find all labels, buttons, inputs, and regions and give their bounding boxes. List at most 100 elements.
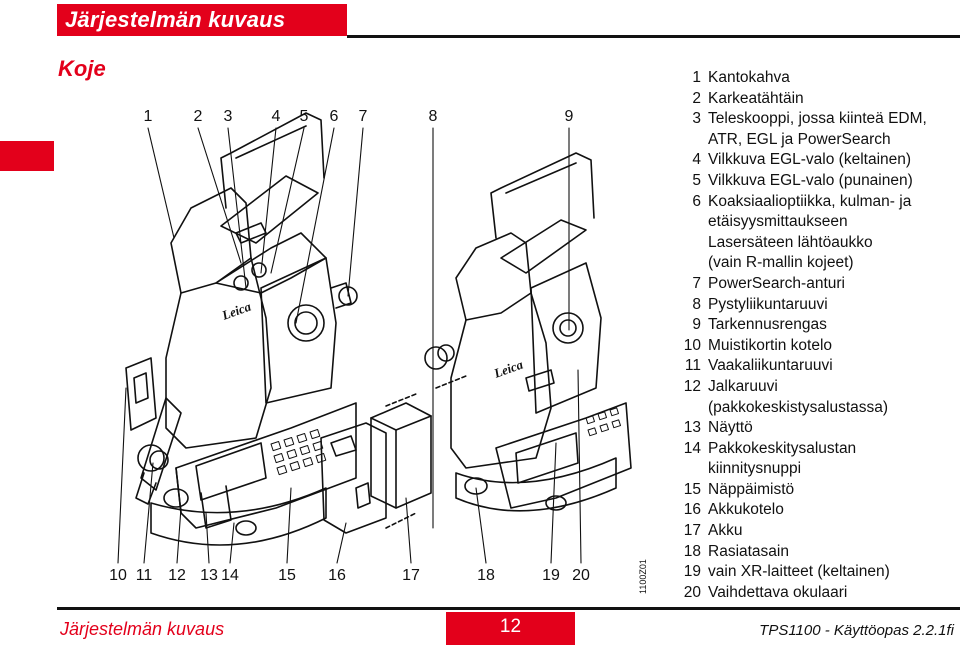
callout-number: 11 — [136, 567, 153, 584]
leader-line — [143, 462, 154, 564]
page-header-title: Järjestelmän kuvaus — [65, 7, 286, 32]
legend-text: vain XR-laitteet (keltainen) — [708, 563, 890, 581]
legend-text: Vilkkuva EGL-valo (punainen) — [708, 171, 913, 189]
legend-item: 20 Vaihdettava okulaari — [677, 583, 957, 604]
figure-code: 1100Z01 — [638, 559, 648, 594]
footer-section-title: Järjestelmän kuvaus — [60, 619, 225, 639]
legend-number: 14 — [683, 439, 701, 457]
legend-item: (vain R-mallin kojeet) — [677, 253, 957, 274]
callout-number: 18 — [477, 567, 495, 584]
brand-logo-left: Leica — [219, 298, 253, 323]
legend-item: 12 Jalkaruuvi — [677, 377, 957, 398]
leader-line — [550, 442, 557, 564]
leader-line — [475, 487, 487, 564]
legend-text: Tarkennusrengas — [708, 316, 827, 334]
legend-number: 19 — [683, 563, 701, 581]
legend-number: 12 — [683, 377, 701, 395]
callout-number: 9 — [565, 108, 574, 125]
callout-number: 6 — [330, 108, 339, 125]
legend-item: ATR, EGL ja PowerSearch — [677, 130, 957, 151]
leader-line — [229, 522, 235, 564]
legend-text: kiinnitysnuppi — [708, 460, 802, 478]
leader-line — [197, 127, 242, 264]
legend-text: Jalkaruuvi — [708, 377, 778, 395]
legend-item: (pakkokeskistysalustassa) — [677, 398, 957, 419]
legend-text: Akku — [708, 522, 743, 540]
legend-item: Lasersäteen lähtöaukko — [677, 233, 957, 254]
header-rule — [347, 35, 960, 38]
leader-line — [147, 127, 175, 239]
leader-line — [347, 127, 364, 297]
legend-text: Vaihdettava okulaari — [708, 583, 848, 601]
legend-item: 14 Pakkokeskitysalustan — [677, 439, 957, 460]
legend-item: 17 Akku — [677, 521, 957, 542]
leader-line — [336, 522, 347, 564]
legend-number: 4 — [692, 151, 701, 169]
callout-number: 1 — [144, 108, 153, 125]
legend-number: 8 — [692, 295, 701, 313]
leader-line — [260, 127, 277, 274]
leader-line — [295, 127, 335, 324]
callout-number: 8 — [429, 108, 438, 125]
legend-text: Muistikortin kotelo — [708, 336, 833, 354]
page-number: 12 — [499, 616, 522, 637]
legend-text: Näppäimistö — [708, 480, 795, 498]
footer-manual-title: TPS1100 - Käyttöopas 2.2.1fi — [759, 622, 954, 639]
leader-line — [577, 369, 582, 564]
legend-text: Rasiatasain — [708, 542, 789, 560]
leader-line — [227, 127, 247, 289]
callout-number: 12 — [168, 567, 186, 584]
legend-text: Lasersäteen lähtöaukko — [708, 233, 873, 251]
legend-text: (vain R-mallin kojeet) — [708, 254, 854, 272]
legend-item: 18 Rasiatasain — [677, 542, 957, 563]
callout-number: 13 — [200, 567, 218, 584]
leader-lines — [117, 127, 582, 564]
legend-number: 16 — [683, 501, 701, 519]
leader-line — [286, 487, 292, 564]
legend-number: 18 — [683, 542, 701, 560]
footer-rule — [57, 607, 960, 610]
battery-and-housing — [320, 375, 467, 534]
legend-item: kiinnitysnuppi — [677, 459, 957, 480]
callout-number: 7 — [359, 108, 368, 125]
legend-number: 1 — [692, 69, 701, 86]
legend-number: 9 — [692, 316, 701, 334]
leader-line — [205, 512, 210, 564]
instrument-illustration: Leica — [56, 58, 656, 606]
legend-text: Näyttö — [708, 419, 753, 437]
legend-number: 5 — [692, 171, 701, 189]
legend-item: 4 Vilkkuva EGL-valo (keltainen) — [677, 150, 957, 171]
callout-number: 15 — [278, 567, 296, 584]
callout-number: 16 — [328, 567, 346, 584]
legend-text: (pakkokeskistysalustassa) — [708, 398, 889, 416]
legend-number: 7 — [692, 274, 701, 292]
legend-item: 1 Kantokahva — [677, 68, 957, 89]
legend-text: Kantokahva — [708, 69, 790, 86]
legend-item: etäisyysmittaukseen — [677, 212, 957, 233]
section-heading: Koje — [58, 56, 106, 81]
leader-line — [176, 507, 182, 564]
callout-number: 19 — [542, 567, 560, 584]
legend-number: 13 — [683, 419, 701, 437]
legend-text: Pakkokeskitysalustan — [708, 439, 857, 457]
legend-text: ATR, EGL ja PowerSearch — [708, 130, 891, 148]
legend-text: Vilkkuva EGL-valo (keltainen) — [708, 151, 912, 169]
legend-number: 20 — [683, 583, 701, 601]
legend-number: 6 — [692, 192, 701, 210]
leader-line — [405, 497, 412, 564]
callout-number: 5 — [300, 108, 309, 125]
leader-line — [270, 127, 305, 274]
side-tab-marker — [0, 141, 54, 171]
brand-logo-right: Leica — [491, 356, 525, 381]
legend-number: 17 — [683, 522, 701, 540]
legend-item: 19 vain XR-laitteet (keltainen) — [677, 562, 957, 583]
